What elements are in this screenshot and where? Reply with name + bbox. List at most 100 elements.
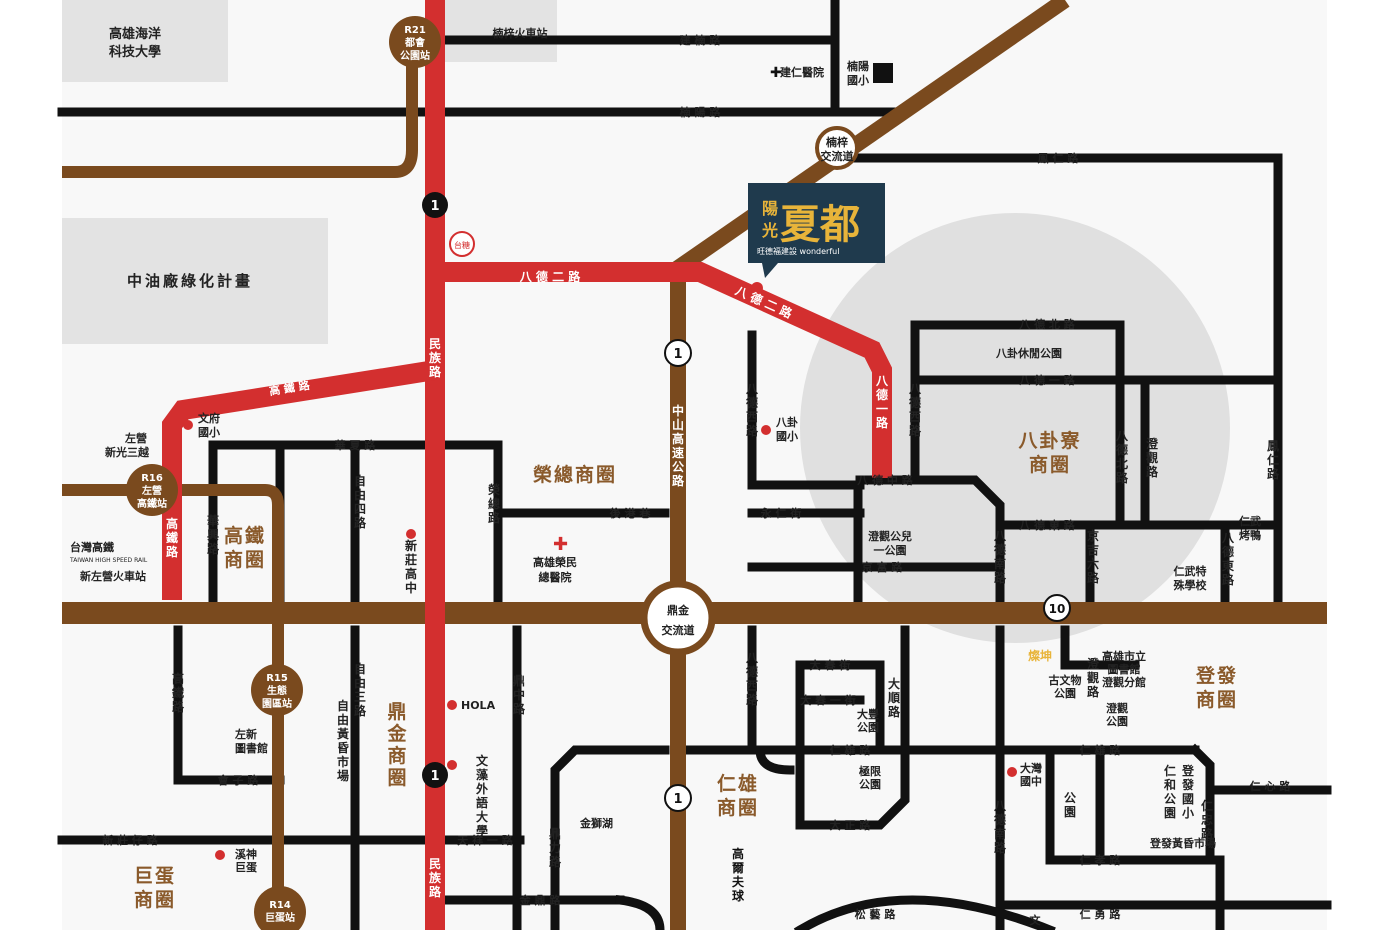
svg-text:文: 文 xyxy=(1030,913,1042,927)
svg-text:高雄榮民總醫院: 高雄榮民總醫院 xyxy=(533,555,577,584)
svg-text:八卦國小: 八卦國小 xyxy=(775,415,798,443)
svg-text:公園站: 公園站 xyxy=(400,49,430,62)
svg-text:金 鼎 路: 金 鼎 路 xyxy=(519,893,562,907)
svg-text:10: 10 xyxy=(1049,602,1066,616)
svg-text:澄觀公園: 澄觀公園 xyxy=(1106,701,1128,728)
svg-text:高 鐵 路: 高 鐵 路 xyxy=(268,378,311,398)
svg-text:台糖: 台糖 xyxy=(454,240,470,250)
svg-text:仁 雄 路: 仁 雄 路 xyxy=(830,743,872,757)
svg-text:1: 1 xyxy=(430,769,439,784)
vertical-label: 八德北路 xyxy=(1115,429,1129,485)
vertical-label: 自由四路 xyxy=(354,473,367,530)
svg-text:溪神巨蛋: 溪神巨蛋 xyxy=(235,847,258,874)
svg-text:極限公園: 極限公園 xyxy=(858,764,881,791)
school-icon xyxy=(873,63,893,83)
svg-text:仁武烤鴨: 仁武烤鴨 xyxy=(1239,514,1261,542)
svg-text:新左營火車站: 新左營火車站 xyxy=(80,569,146,583)
vertical-label: 華興路 xyxy=(207,513,220,556)
svg-text:金獅湖: 金獅湖 xyxy=(579,816,613,830)
svg-text:光: 光 xyxy=(761,221,778,240)
svg-text:京 富 路: 京 富 路 xyxy=(862,560,904,574)
radius-circle xyxy=(800,213,1230,643)
vertical-label: 鼎力路 xyxy=(549,827,562,869)
highway-1-shield-bottom: 1 xyxy=(664,784,692,812)
highway-1-shield-top: 1 xyxy=(422,192,448,218)
district-bagua: 八卦寮商圈 xyxy=(1018,429,1081,476)
svg-text:華 夏 路: 華 夏 路 xyxy=(335,438,377,452)
project-logo[interactable]: 陽 光 夏都 旺德福建設 wonderful xyxy=(748,183,885,294)
svg-text:楠陽國小: 楠陽國小 xyxy=(847,59,869,87)
svg-text:巨蛋站: 巨蛋站 xyxy=(265,911,295,924)
svg-text:左營: 左營 xyxy=(141,484,162,497)
vertical-label: 八德東路 xyxy=(1221,531,1235,587)
svg-text:1: 1 xyxy=(673,792,682,807)
highway-1-shield-mid: 1 xyxy=(664,339,692,367)
highway-1-shield-left: 1 xyxy=(422,762,448,788)
svg-text:R16: R16 xyxy=(141,473,163,484)
svg-text:鼎金: 鼎金 xyxy=(667,603,690,617)
svg-text:R21: R21 xyxy=(404,25,426,36)
road-labels: 建 楠 路 楠 陽 路 鳳 仁 路 八 德 二 路 八 德 二 路 八 德 北 … xyxy=(102,33,1291,927)
svg-text:大 春 一 街: 大 春 一 街 xyxy=(800,693,856,707)
svg-text:R15: R15 xyxy=(266,673,288,684)
svg-text:交流道: 交流道 xyxy=(821,149,854,163)
vertical-label: 仁和公園 xyxy=(1163,763,1176,820)
label-ocean-univ: 高雄海洋科技大學 xyxy=(109,26,161,60)
svg-text:八 德 東 路: 八 德 東 路 xyxy=(1018,518,1075,532)
svg-text:楠 陽 路: 楠 陽 路 xyxy=(680,105,722,119)
svg-text:園區站: 園區站 xyxy=(262,697,292,710)
svg-text:仁 勇 路: 仁 勇 路 xyxy=(1080,907,1122,921)
district-dingjin: 鼎金商圈 xyxy=(386,701,408,789)
svg-text:登發黃昏市場: 登發黃昏市場 xyxy=(1149,836,1216,850)
svg-text:大 春 街: 大 春 街 xyxy=(810,658,851,672)
svg-text:1: 1 xyxy=(430,199,439,214)
vertical-label: 文藻外語大學 xyxy=(476,753,489,838)
svg-text:交流道: 交流道 xyxy=(662,623,695,637)
svg-text:1: 1 xyxy=(673,347,682,362)
vertical-label: 京吉六路 xyxy=(1087,528,1100,585)
svg-text:澄觀公兒一公園: 澄觀公兒一公園 xyxy=(868,529,912,557)
vertical-label: 高鐵路 xyxy=(172,671,185,714)
district-rongzong: 榮總商圈 xyxy=(533,463,617,486)
svg-text:台灣高鐵: 台灣高鐵 xyxy=(70,540,114,554)
vertical-road-labels: 民族路民族路八德一路八德西路八德西路八德南路八德北路八德南路八德東路八德西路高鐵… xyxy=(166,337,1280,903)
vertical-label: 民族路 xyxy=(429,857,442,899)
svg-text:八 德 中 路: 八 德 中 路 xyxy=(856,473,913,487)
vertical-label: 中山高速公路 xyxy=(672,403,685,488)
vertical-label: 民族路 xyxy=(429,337,442,379)
svg-text:仁 心 路: 仁 心 路 xyxy=(1250,779,1292,793)
district-gaotie: 高鐵商圈 xyxy=(224,524,266,571)
vertical-label: 公園 xyxy=(1064,791,1076,819)
svg-text:八卦休閒公園: 八卦休閒公園 xyxy=(995,346,1062,360)
svg-text:都會: 都會 xyxy=(404,36,426,49)
vertical-label: 鼎中路 xyxy=(513,674,526,716)
district-renxiong: 仁雄商圈 xyxy=(717,772,759,819)
svg-text:燦坤: 燦坤 xyxy=(1028,648,1052,663)
svg-text:TAIWAN HIGH SPEED RAIL: TAIWAN HIGH SPEED RAIL xyxy=(69,557,148,564)
svg-text:大灣國中: 大灣國中 xyxy=(1020,761,1042,788)
vertical-label: 高爾夫球 xyxy=(731,846,745,903)
svg-text:大豐公園: 大豐公園 xyxy=(857,707,879,734)
svg-text:八 德 北 路: 八 德 北 路 xyxy=(1018,317,1075,331)
svg-text:新 莊 仔 路: 新 莊 仔 路 xyxy=(102,833,158,847)
svg-text:高雄市立圖書館澄觀分館: 高雄市立圖書館澄觀分館 xyxy=(1102,649,1146,689)
svg-text:文府國小: 文府國小 xyxy=(198,411,220,439)
svg-text:大 正 路: 大 正 路 xyxy=(830,818,872,832)
district-labels: 高鐵商圈 榮總商圈 八卦寮商圈 鼎金商圈 仁雄商圈 登發商圈 巨蛋商圈 xyxy=(134,429,1236,911)
svg-text:八 德 二 路: 八 德 二 路 xyxy=(519,269,582,284)
poi-markers: ✚ 建仁醫院 楠陽國小 八卦休閒公園 文府國小 左營新光三越 台灣高鐵 TAIW… xyxy=(69,59,1261,874)
highway-shields: 1 1 1 1 10 xyxy=(422,192,1071,812)
svg-text:左新圖書館: 左新圖書館 xyxy=(234,727,268,755)
vertical-label: 仁忠路 xyxy=(1201,798,1214,841)
vertical-label: 榮總路 xyxy=(488,482,501,525)
svg-text:古文物公園: 古文物公園 xyxy=(1049,673,1082,700)
svg-text:後 港 巷: 後 港 巷 xyxy=(610,506,652,520)
vertical-label: 高鐵路 xyxy=(166,516,179,559)
